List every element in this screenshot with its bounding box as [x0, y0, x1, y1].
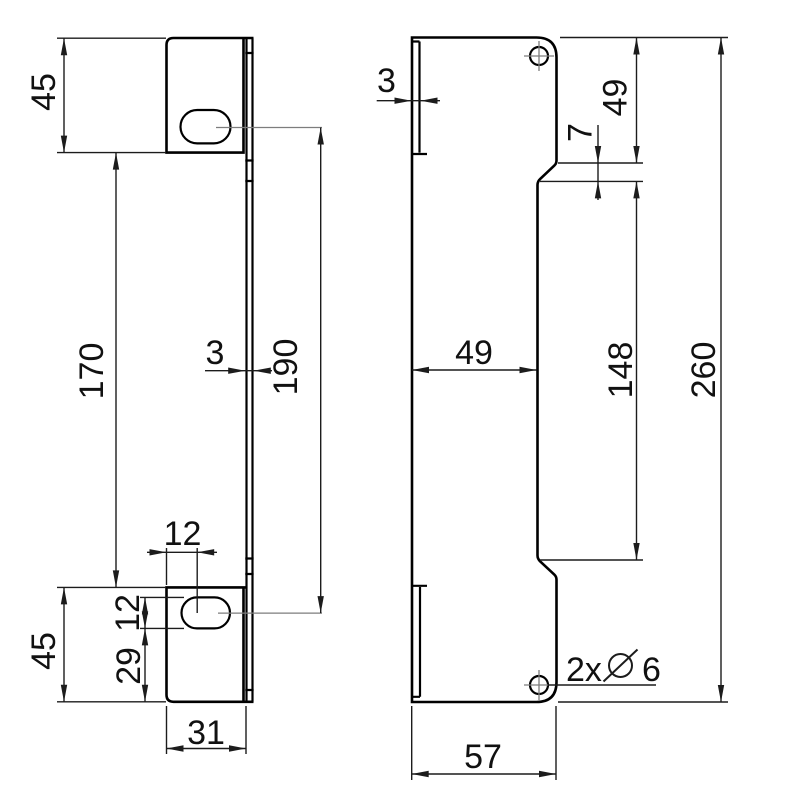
- label-57: 57: [464, 738, 502, 776]
- label-29: 29: [110, 647, 148, 685]
- arrow: [60, 135, 68, 153]
- label-49-recess: 49: [455, 334, 493, 372]
- arrow: [112, 152, 120, 170]
- arrow: [141, 628, 149, 646]
- arrow: [317, 596, 324, 614]
- arrow: [411, 770, 429, 778]
- arrow: [253, 367, 271, 374]
- arrow: [594, 146, 602, 163]
- dimension-lines: [60, 37, 725, 778]
- label-7: 7: [562, 123, 600, 142]
- front-view: [410, 36, 558, 704]
- label-190: 190: [267, 339, 305, 396]
- arrow: [633, 543, 640, 560]
- arrow: [60, 587, 68, 605]
- arrow: [633, 146, 640, 163]
- side-top-slot: [179, 108, 232, 145]
- side-top-flange-outline: [165, 36, 254, 154]
- arrow: [197, 549, 215, 556]
- label-45-bottom: 45: [25, 632, 63, 670]
- arrow: [141, 684, 149, 702]
- side-web-ticks: [245, 51, 254, 692]
- arrow: [317, 127, 324, 145]
- front-top-flange-edge: [412, 40, 427, 156]
- arrow: [717, 37, 725, 55]
- label-hole-diameter: 6: [642, 651, 661, 689]
- arrow: [228, 367, 246, 374]
- arrow: [394, 97, 412, 104]
- arrow: [141, 597, 149, 615]
- dimension-labels: 45 170 45 12 12 29 31 3 190 3 49 7 49 14…: [25, 62, 723, 776]
- label-170: 170: [73, 343, 111, 400]
- arrow: [717, 685, 725, 702]
- front-bottom-flange-edge: [412, 584, 427, 698]
- label-49-tab: 49: [597, 79, 635, 117]
- arrow: [166, 745, 184, 752]
- label-3-front: 3: [377, 62, 396, 100]
- arrow: [229, 745, 246, 752]
- label-12-width: 12: [109, 594, 147, 632]
- arrow: [112, 570, 120, 588]
- arrow: [633, 181, 640, 199]
- label-12-offset: 12: [164, 515, 202, 553]
- arrow: [539, 770, 556, 778]
- arrow: [594, 181, 602, 199]
- label-260: 260: [685, 342, 723, 399]
- arrow: [60, 684, 68, 702]
- label-31: 31: [187, 714, 225, 752]
- label-hole-count: 2x: [566, 651, 602, 689]
- label-3-side: 3: [206, 334, 225, 372]
- arrow: [633, 37, 640, 55]
- arrow: [412, 366, 429, 374]
- hole-bottom-centermark: [524, 670, 548, 700]
- side-bottom-flange-outline: [165, 586, 254, 704]
- arrow: [60, 38, 68, 56]
- front-plate-outline: [410, 36, 558, 704]
- arrow: [149, 549, 167, 556]
- arrow: [141, 611, 149, 629]
- arrow: [519, 366, 537, 374]
- hole-top-centermark: [524, 41, 554, 71]
- diameter-icon: [602, 648, 639, 683]
- label-45-top: 45: [25, 73, 63, 111]
- extension-lines: [57, 36, 728, 780]
- arrow: [420, 97, 438, 104]
- label-148: 148: [602, 342, 640, 399]
